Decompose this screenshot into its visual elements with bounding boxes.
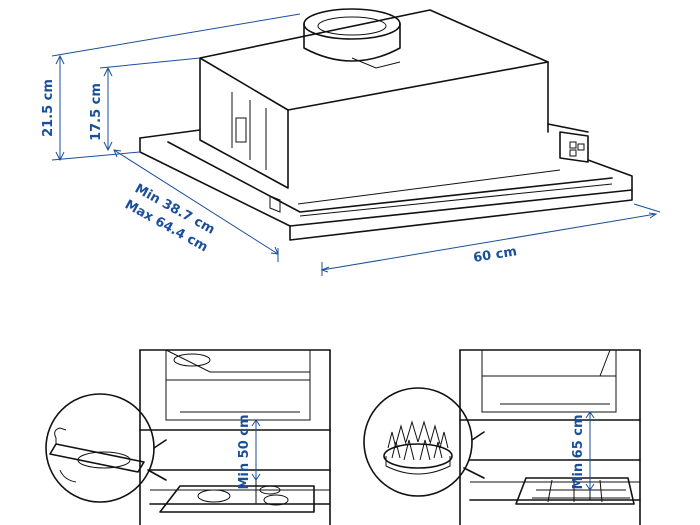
cooker-hood-drawing [139,8,633,241]
dim-total-height-label: 21.5 cm [41,79,56,137]
duct-collar [303,8,401,69]
electric-hood-callout [45,393,167,503]
electric-hob-panel [139,349,331,525]
gas-clearance-dim [585,411,595,491]
electric-clearance-dim [251,419,261,481]
slide-out-frame [139,123,633,241]
motor-box [199,9,549,189]
dim-width [320,203,661,276]
dim-body-height-label: 17.5 cm [89,83,104,141]
dim-depth [113,149,279,262]
gas-flame-callout [363,387,485,497]
gas-hob-panel [459,349,641,525]
dim-body-height [99,57,201,152]
gas-clearance-label: Min 65 cm [571,414,586,489]
dim-total-height [51,13,301,162]
dim-width-label: 60 cm [472,244,518,266]
flame-icon [387,420,449,461]
electric-clearance-label: Min 50 cm [237,414,252,489]
